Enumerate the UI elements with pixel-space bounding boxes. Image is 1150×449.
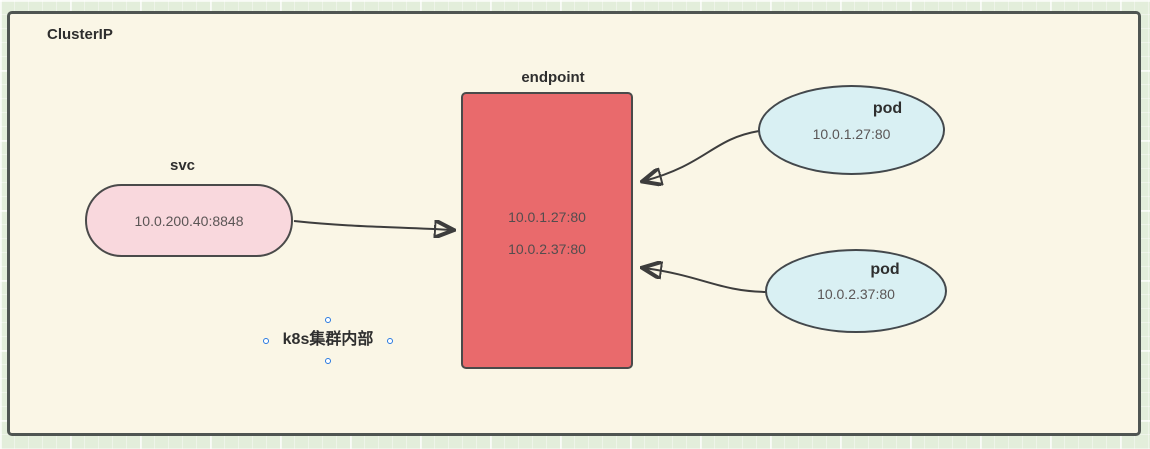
annotation-k8s-cluster-internal[interactable]: k8s集群内部 [282,331,374,348]
endpoint-entry-1: 10.0.1.27:80 [508,209,586,225]
pod1-node[interactable]: pod 10.0.1.27:80 [758,85,945,175]
selection-handle-bottom[interactable] [324,357,331,364]
pod2-node[interactable]: pod 10.0.2.37:80 [765,249,947,333]
svc-address: 10.0.200.40:8848 [134,212,244,229]
pod1-title: pod [872,100,903,117]
svc-node[interactable]: 10.0.200.40:8848 [85,184,293,257]
arrow-pod2-to-endpoint[interactable] [644,268,767,293]
pod2-title: pod [870,261,900,278]
pod1-address: 10.0.1.27:80 [812,126,891,142]
diagram-title: ClusterIP [47,26,113,43]
endpoint-node-title: endpoint [521,69,585,86]
svc-node-title: svc [169,157,196,174]
endpoint-entry-2: 10.0.2.37:80 [508,241,586,257]
selection-handle-right[interactable] [386,337,393,344]
arrow-pod1-to-endpoint[interactable] [644,130,760,181]
selection-handle-top[interactable] [324,316,331,323]
endpoint-node[interactable]: 10.0.1.27:80 10.0.2.37:80 [461,92,633,369]
selection-handle-left[interactable] [262,337,269,344]
pod2-address: 10.0.2.37:80 [817,286,895,302]
arrow-svc-to-endpoint[interactable] [293,221,452,230]
